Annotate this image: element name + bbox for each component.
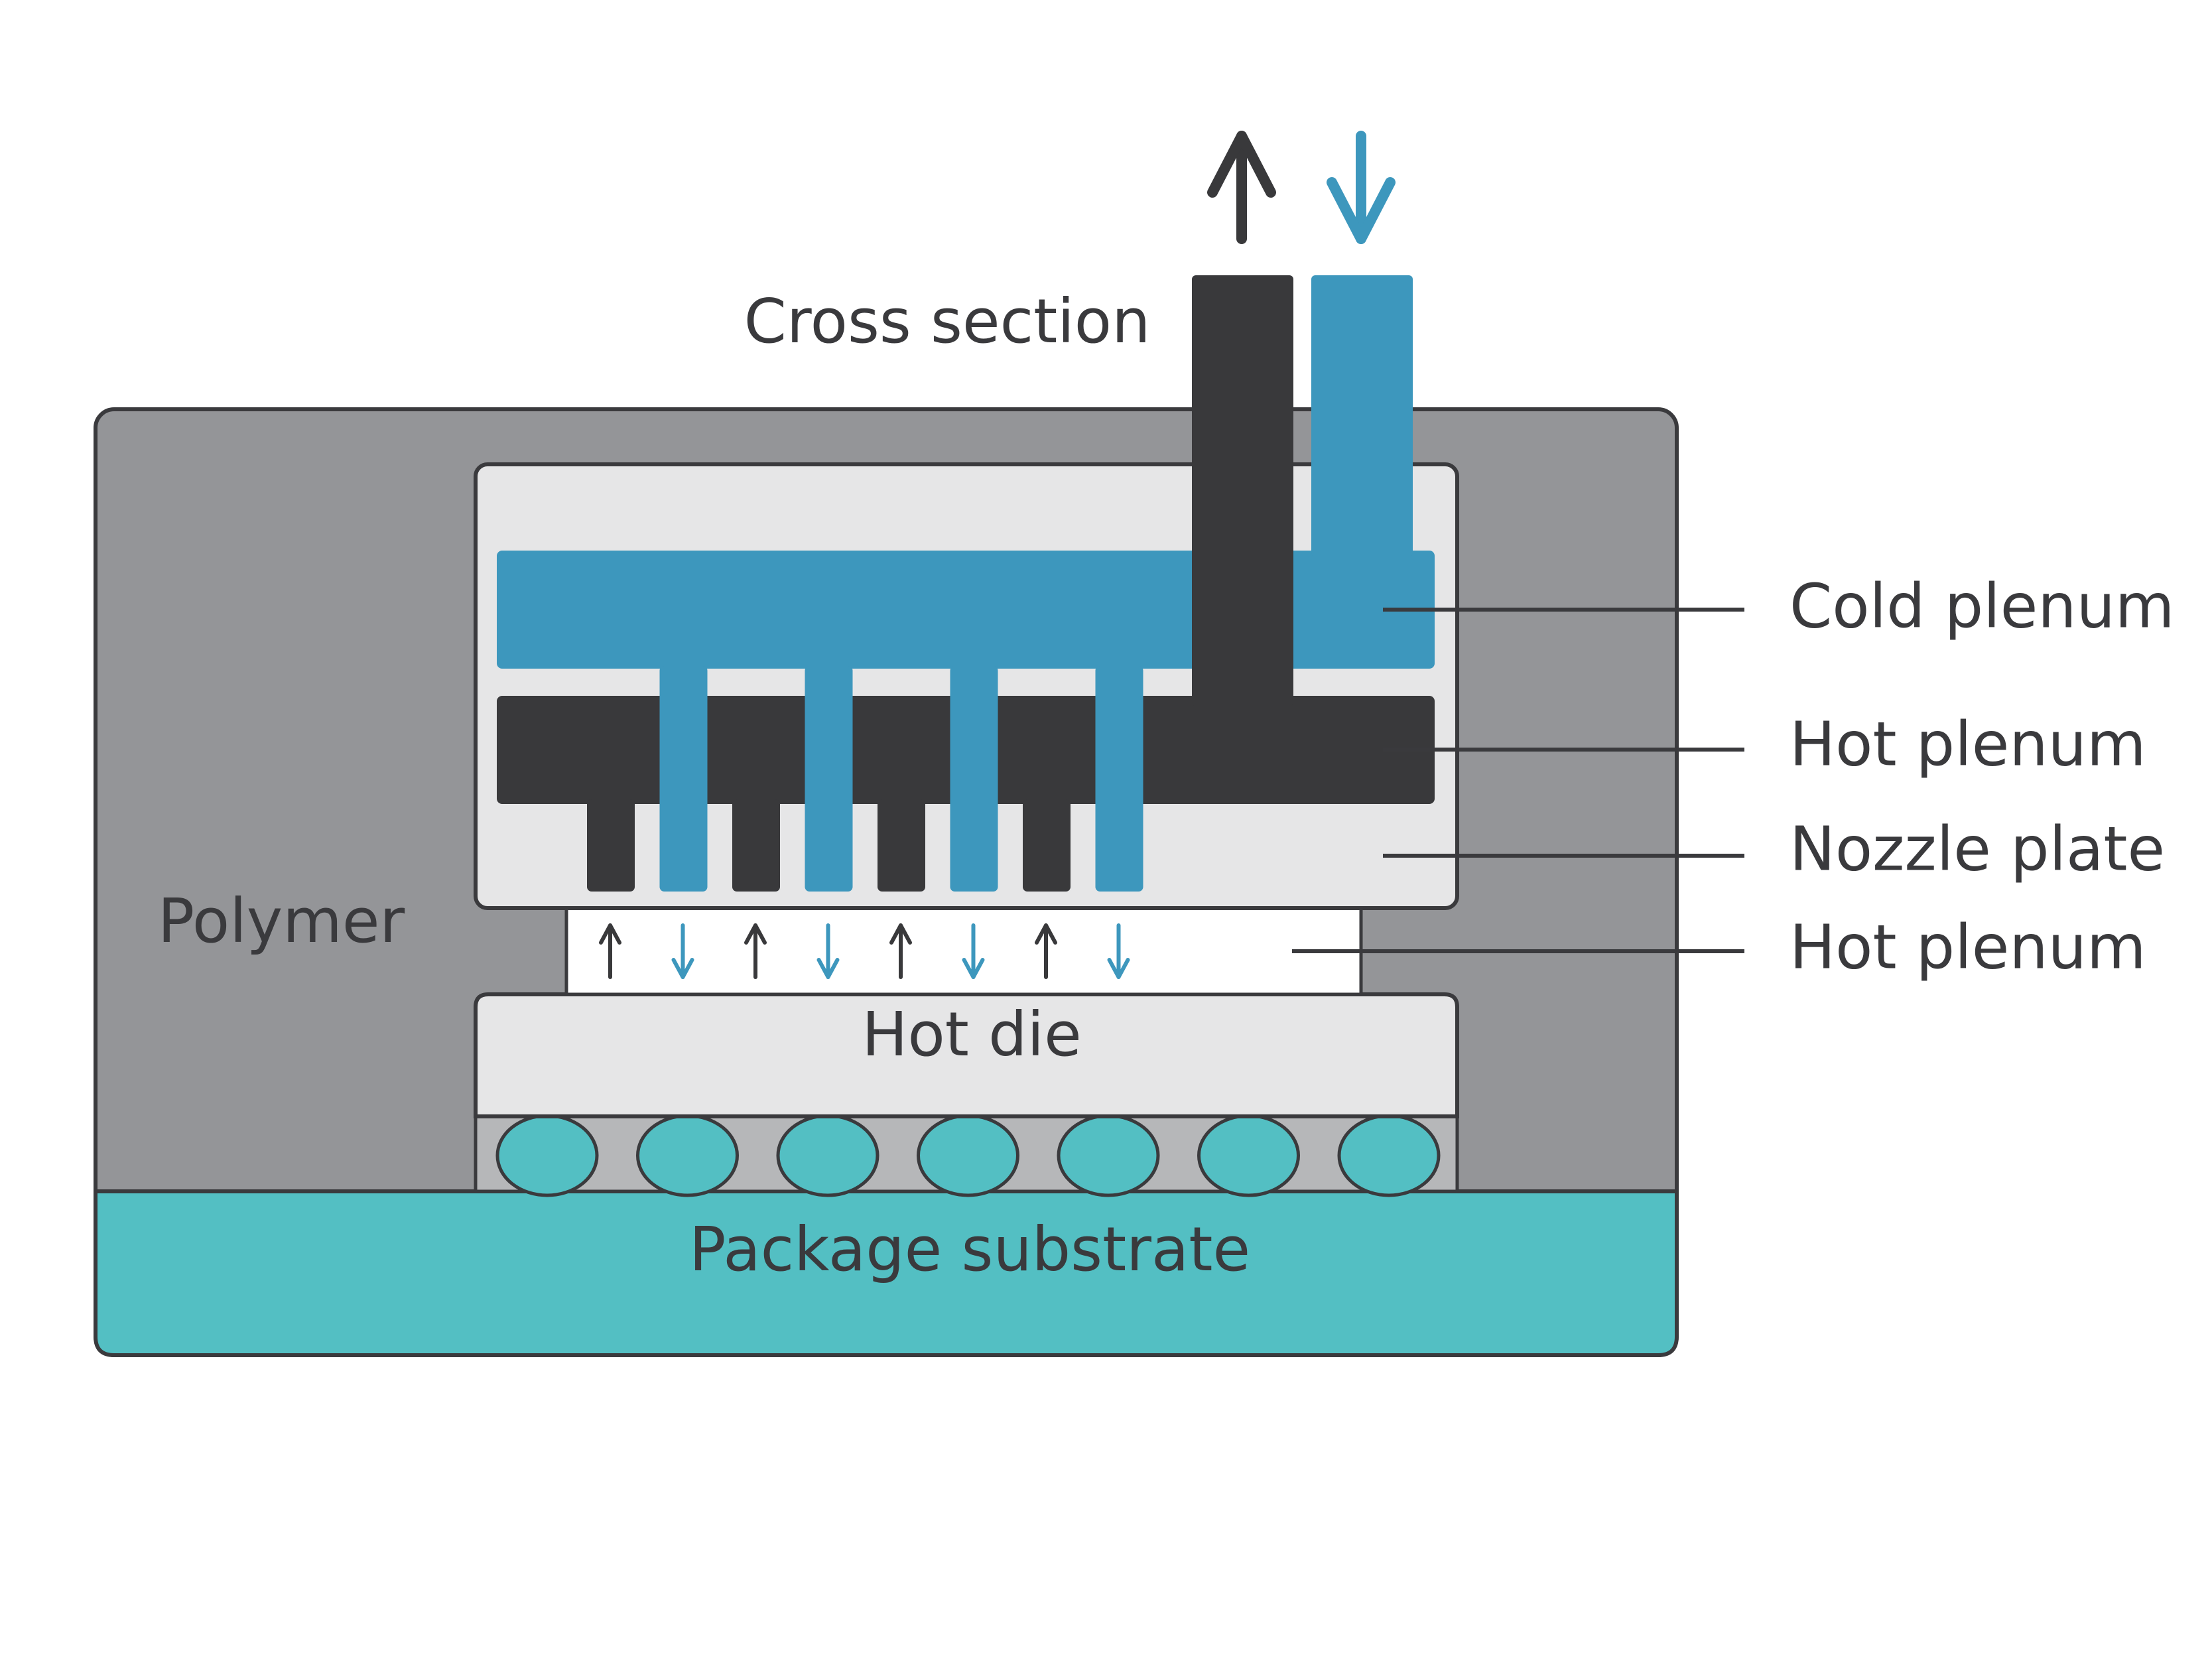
cold-plenum	[497, 551, 1435, 669]
flow-arrow-up	[1035, 923, 1057, 979]
solder-bump	[1337, 1114, 1441, 1197]
nozzle-hot	[1023, 799, 1071, 892]
callout-hot-plenum-gap: Hot plenum	[1789, 911, 2146, 982]
polymer-label: Polymer	[158, 886, 405, 957]
nozzle-hot	[587, 799, 635, 892]
callout-nozzle-plate: Nozzle plate	[1789, 813, 2165, 884]
gap-flow-arrows	[599, 923, 1130, 979]
outlet-up-arrow	[1207, 131, 1276, 244]
nozzle-hot	[732, 799, 780, 892]
cold-inlet-pipe	[1311, 275, 1413, 557]
nozzle-cold	[1095, 666, 1143, 892]
flow-arrow-down	[962, 923, 985, 979]
flow-arrow-up	[599, 923, 621, 979]
nozzle-cold	[950, 666, 998, 892]
flow-arrow-up	[889, 923, 912, 979]
package-substrate-label: Package substrate	[689, 1214, 1250, 1285]
solder-bump	[636, 1114, 739, 1197]
nozzle-cold	[805, 666, 853, 892]
flow-arrow-down	[816, 923, 840, 979]
solder-bump	[1197, 1114, 1300, 1197]
nozzle-cold	[659, 666, 708, 892]
solder-bump	[495, 1114, 599, 1197]
flow-arrow-down	[1107, 923, 1130, 979]
nozzles	[587, 666, 1143, 892]
hot-die	[474, 992, 1459, 1118]
flow-arrow-up	[744, 923, 767, 979]
callout-hot-plenum: Hot plenum	[1789, 708, 2146, 779]
inlet-outlet-arrows	[1207, 131, 1396, 244]
callout-leaders	[1292, 608, 1744, 953]
callout-cold-plenum: Cold plenum	[1789, 570, 2175, 641]
hot-die-label: Hot die	[862, 999, 1081, 1070]
solder-bump	[917, 1114, 1019, 1197]
cross-section-label: Cross section	[744, 286, 1151, 357]
hot-outlet-pipe	[1192, 275, 1293, 706]
inlet-down-arrow	[1327, 131, 1396, 244]
hot-plenum-gap	[564, 906, 1363, 996]
package-substrate	[94, 1189, 1679, 1357]
solder-bump	[776, 1114, 879, 1197]
solder-bump	[1057, 1114, 1160, 1197]
nozzle-hot	[878, 799, 925, 892]
flow-arrow-down	[671, 923, 694, 979]
